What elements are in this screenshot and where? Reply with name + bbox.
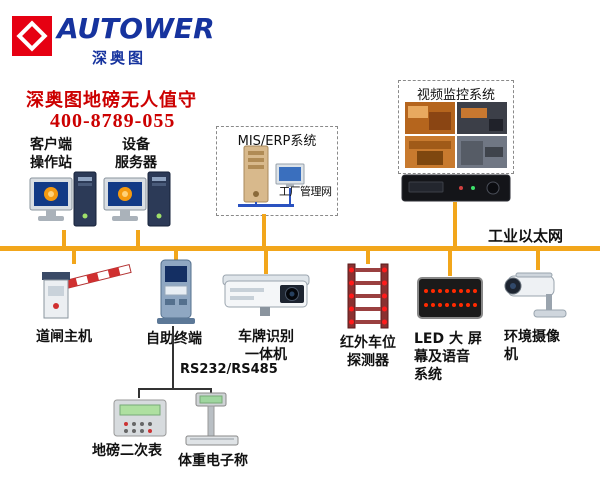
server-computer-icon (102, 170, 174, 232)
dvr-icon (401, 174, 511, 202)
label-line: 设备 (122, 137, 150, 153)
label-line: 系统 (414, 367, 442, 383)
label-line: 环境摄像 (504, 329, 560, 345)
indicator-icon (112, 398, 168, 438)
label-line: 客户端 (30, 137, 72, 153)
connector-line (138, 388, 140, 398)
video-system-box: 视频监控系统 (398, 80, 514, 174)
label-line: 机 (504, 347, 518, 363)
scale-label: 体重电子称 (178, 453, 248, 469)
kiosk-icon (152, 258, 200, 326)
serial-bus-label: RS232/RS485 (180, 362, 278, 377)
brand-subtitle: 深奥图 (92, 49, 147, 67)
lpr-label: 车牌识别 一体机 (222, 328, 310, 364)
connector-line (138, 388, 212, 390)
label-line: 幕及语音 (414, 349, 470, 365)
mis-erp-label: MIS/ERP系统 (237, 134, 317, 149)
label-line: 红外车位 (340, 335, 396, 351)
client-computer-icon (28, 170, 100, 232)
management-net-label: 工厂管理网 (279, 185, 332, 198)
connector-line (72, 250, 76, 264)
surveillance-frames-icon (399, 81, 513, 173)
mis-erp-box: MIS/ERP系统 工厂管理网 (216, 126, 338, 216)
logo-diamond-icon (16, 20, 48, 52)
video-system-label: 视频监控系统 (416, 88, 495, 103)
env-camera-icon (502, 268, 574, 326)
connector-line (453, 202, 457, 246)
barrier-label: 道闸主机 (36, 329, 92, 345)
infrared-detector-icon (344, 262, 392, 332)
brand-text: AUTOWER (57, 12, 215, 45)
device-server-label: 设备 服务器 (104, 136, 168, 172)
connector-line (172, 326, 174, 388)
connector-line (448, 250, 452, 276)
connector-line (262, 214, 266, 246)
page-title: 深奥图地磅无人值守 (26, 90, 197, 111)
connector-line (264, 250, 268, 274)
label-line: 操作站 (30, 155, 72, 171)
label-line: 车牌识别 (238, 329, 294, 345)
indicator-label: 地磅二次表 (92, 443, 162, 459)
connector-line (136, 230, 140, 246)
barrier-gate-icon (34, 258, 138, 322)
label-line: LED 大 屏 (414, 331, 482, 347)
connector-line (62, 230, 66, 246)
label-line: 一体机 (245, 347, 287, 363)
label-line: 服务器 (115, 155, 157, 171)
client-station-label: 客户端 操作站 (30, 136, 72, 172)
ethernet-label: 工业以太网 (488, 227, 564, 245)
connector-line (174, 250, 178, 262)
phone-number: 400-8789-055 (50, 110, 176, 132)
connector-line (210, 388, 212, 394)
ethernet-bus-line (0, 246, 600, 251)
label-line: 探测器 (347, 353, 389, 369)
led-label: LED 大 屏 幕及语音 系统 (414, 330, 482, 384)
env-camera-label: 环境摄像 机 (504, 328, 560, 364)
kiosk-label: 自助终端 (146, 331, 202, 347)
lpr-camera-icon (220, 272, 312, 318)
connector-line (366, 250, 370, 264)
logo-mark-icon (12, 16, 52, 56)
infrared-label: 红外车位 探测器 (336, 334, 400, 370)
led-screen-icon (416, 276, 484, 320)
scale-icon (184, 392, 240, 450)
connector-line (536, 250, 540, 270)
mis-server-icon (218, 128, 334, 212)
